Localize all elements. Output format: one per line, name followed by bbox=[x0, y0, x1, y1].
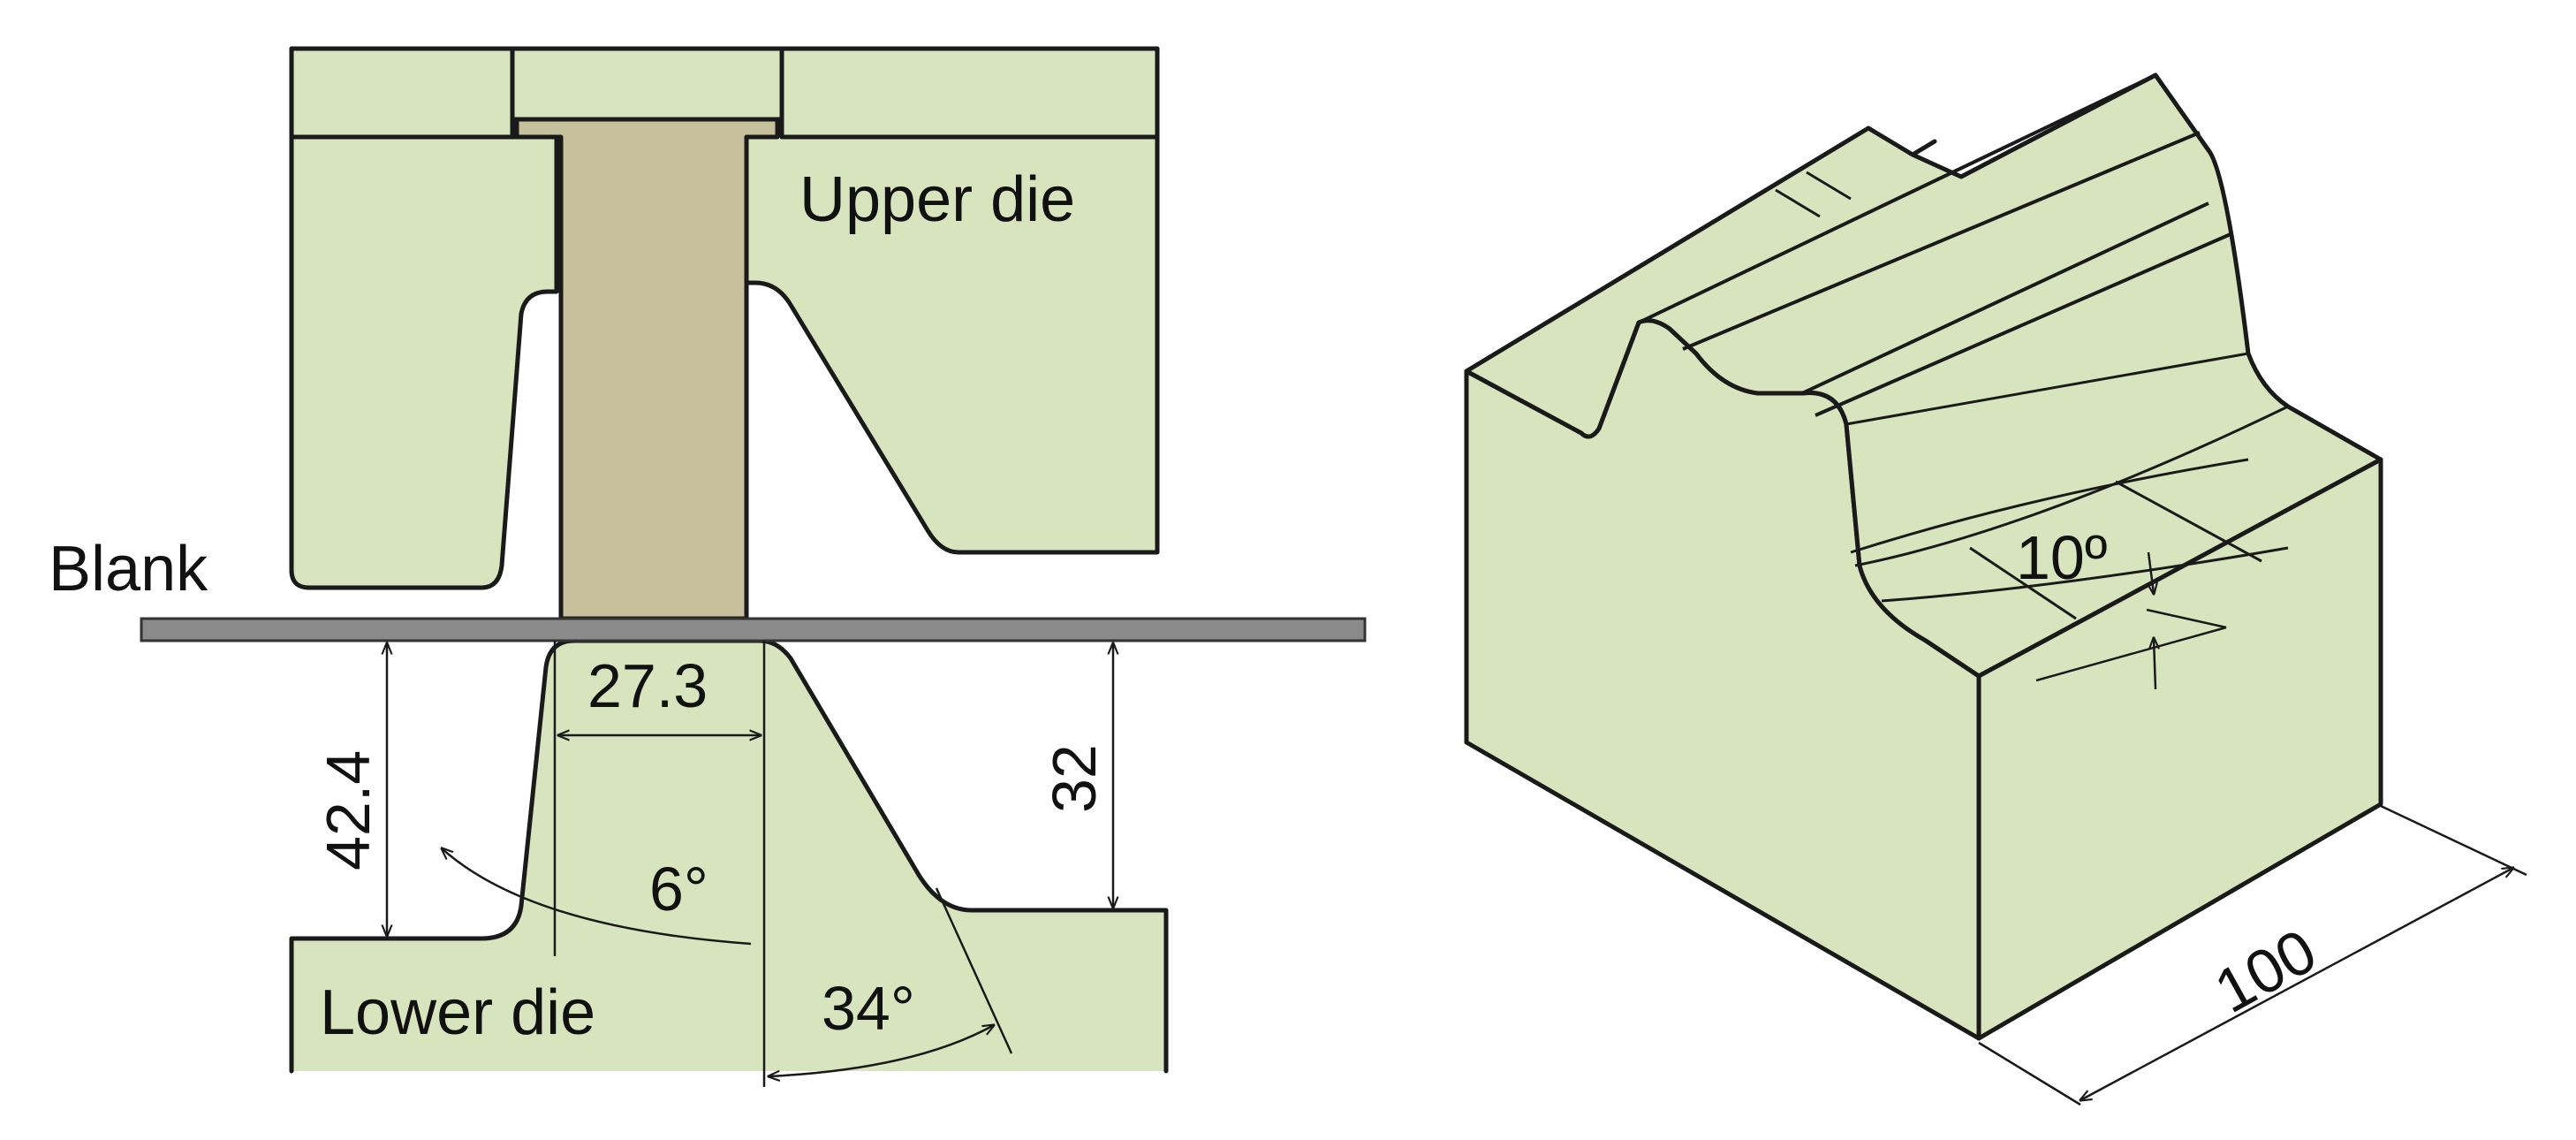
blank-label: Blank bbox=[49, 534, 208, 604]
draft-angle-value: 6° bbox=[649, 855, 708, 923]
iso-top-face bbox=[1464, 72, 2383, 679]
upper-die-label: Upper die bbox=[799, 164, 1075, 235]
left-height-dimension: 42.4 bbox=[314, 643, 387, 936]
isometric-view: 10º 100 bbox=[1464, 72, 2527, 1106]
right-height-value: 32 bbox=[1040, 744, 1109, 813]
iso-angle-dimension: 10º bbox=[2016, 523, 2227, 690]
lower-die-label: Lower die bbox=[320, 977, 595, 1048]
upper-die-top-right bbox=[779, 46, 1160, 140]
slope-angle-dimension: 34° bbox=[769, 887, 1013, 1076]
upper-die-left-block bbox=[289, 46, 559, 590]
right-height-dimension: 32 bbox=[1040, 643, 1113, 908]
upper-die-right-block bbox=[744, 46, 1160, 555]
draft-angle-dimension: 6° bbox=[442, 848, 752, 946]
iso-length-value: 100 bbox=[2203, 916, 2327, 1026]
cross-section-view: Upper die Lower die Blank 27.3 42.4 32 6… bbox=[49, 46, 1367, 1087]
punch-width-dimension: 27.3 bbox=[553, 641, 766, 1087]
slope-angle-value: 34° bbox=[822, 974, 915, 1043]
iso-detail-lines bbox=[1638, 73, 2289, 620]
punch-width-value: 27.3 bbox=[587, 651, 708, 720]
upper-die-top-left bbox=[289, 46, 515, 140]
blank-sheet bbox=[140, 617, 1367, 642]
left-height-value: 42.4 bbox=[314, 750, 383, 870]
iso-angle-value: 10º bbox=[2016, 523, 2107, 592]
upper-die-top-center bbox=[510, 46, 784, 122]
upper-die bbox=[289, 46, 1160, 590]
